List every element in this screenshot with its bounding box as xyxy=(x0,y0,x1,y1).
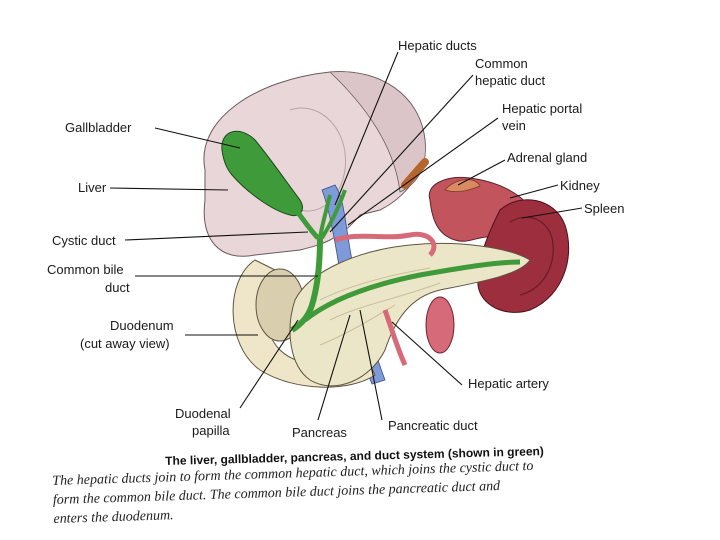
label-liver: Liver xyxy=(78,180,107,195)
leader-hepatic-portal-vein xyxy=(347,117,499,226)
liver-right-lobe xyxy=(329,71,426,193)
label-duodenum-1: Duodenum xyxy=(110,318,174,333)
label-common-bile-duct-1: Common bile xyxy=(47,262,124,277)
tube-segment xyxy=(401,158,429,189)
pancreas-texture xyxy=(319,267,441,346)
leader-hepatic-artery xyxy=(391,321,463,386)
leader-pancreatic-duct xyxy=(359,309,383,421)
pancreas-shape xyxy=(289,243,531,387)
common-bile-duct-shape xyxy=(290,237,323,333)
intestine-loop xyxy=(425,296,455,354)
pancreatic-duct-shape xyxy=(303,259,521,322)
cystic-duct-shape xyxy=(293,208,320,240)
label-cystic-duct: Cystic duct xyxy=(52,233,116,248)
leader-kidney xyxy=(509,184,559,199)
leader-spleen xyxy=(521,207,583,219)
leader-common-hepatic-duct xyxy=(329,74,474,233)
leader-adrenal-gland xyxy=(457,159,506,186)
label-hepatic-portal-vein-2: vein xyxy=(502,118,526,133)
label-hepatic-portal-vein-1: Hepatic portal xyxy=(502,101,582,116)
hepatic-ducts-shape xyxy=(318,189,347,240)
label-duodenum-2: (cut away view) xyxy=(80,336,170,351)
leader-pancreas xyxy=(317,314,351,421)
leader-gallbladder xyxy=(154,127,241,149)
leader-liver xyxy=(109,187,229,191)
label-pancreas: Pancreas xyxy=(292,425,347,440)
gallbladder-shape xyxy=(221,130,303,217)
label-common-hepatic-duct-2: hepatic duct xyxy=(475,73,545,88)
label-adrenal-gland: Adrenal gland xyxy=(507,150,587,165)
leader-duodenal-papilla xyxy=(239,319,299,409)
label-common-hepatic-duct-1: Common xyxy=(475,56,528,71)
label-common-bile-duct-2: duct xyxy=(105,280,130,295)
label-hepatic-ducts: Hepatic ducts xyxy=(398,38,477,53)
liver-lobe-shading xyxy=(289,107,347,212)
adrenal-gland-shape xyxy=(444,179,481,193)
label-pancreatic-duct: Pancreatic duct xyxy=(388,418,478,433)
leader-cystic-duct xyxy=(124,231,309,241)
label-spleen: Spleen xyxy=(584,201,624,216)
label-kidney: Kidney xyxy=(560,178,600,193)
label-duodenal-papilla-1: Duodenal xyxy=(175,406,231,421)
label-hepatic-artery: Hepatic artery xyxy=(468,376,549,391)
hepatic-artery-shape xyxy=(334,231,437,367)
leader-hepatic-ducts xyxy=(334,51,399,206)
label-gallbladder: Gallbladder xyxy=(65,120,132,135)
label-duodenal-papilla-2: papilla xyxy=(192,423,230,438)
